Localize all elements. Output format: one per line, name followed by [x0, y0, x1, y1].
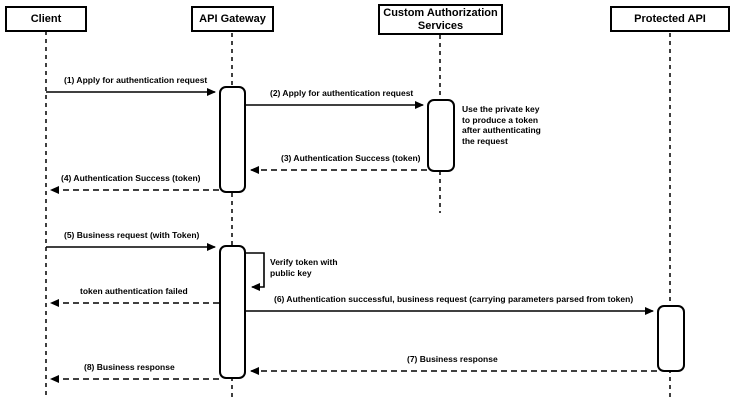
note-private-key: Use the private key to produce a token a… [462, 104, 541, 146]
arrow-self-verify-token [246, 252, 265, 291]
message-label-5: (5) Business request (with Token) [64, 230, 200, 240]
activation-api-gateway-auth [219, 86, 246, 193]
actor-api-gateway: API Gateway [191, 6, 274, 32]
actor-protected-api: Protected API [610, 6, 730, 32]
actor-protected-api-label: Protected API [634, 12, 706, 25]
message-label-2: (2) Apply for authentication request [270, 88, 414, 98]
message-label-8: (8) Business response [84, 362, 175, 372]
message-label-6: (6) Authentication successful, business … [274, 294, 634, 304]
message-label-token-failed: token authentication failed [80, 286, 188, 296]
message-label-1: (1) Apply for authentication request [64, 75, 208, 85]
message-label-7: (7) Business response [407, 354, 498, 364]
activation-api-gateway-business [219, 245, 246, 379]
actor-client-label: Client [30, 12, 62, 25]
activation-custom-authorization-services [427, 99, 455, 172]
note-verify-token: Verify token with public key [270, 257, 338, 278]
actor-custom-authorization-services: Custom Authorization Services [378, 4, 503, 35]
activation-protected-api [657, 305, 685, 372]
message-label-4: (4) Authentication Success (token) [61, 173, 201, 183]
actor-custom-authorization-services-label: Custom Authorization Services [383, 6, 498, 32]
message-label-3: (3) Authentication Success (token) [281, 153, 421, 163]
actor-api-gateway-label: API Gateway [199, 12, 266, 25]
actor-client: Client [5, 6, 87, 32]
